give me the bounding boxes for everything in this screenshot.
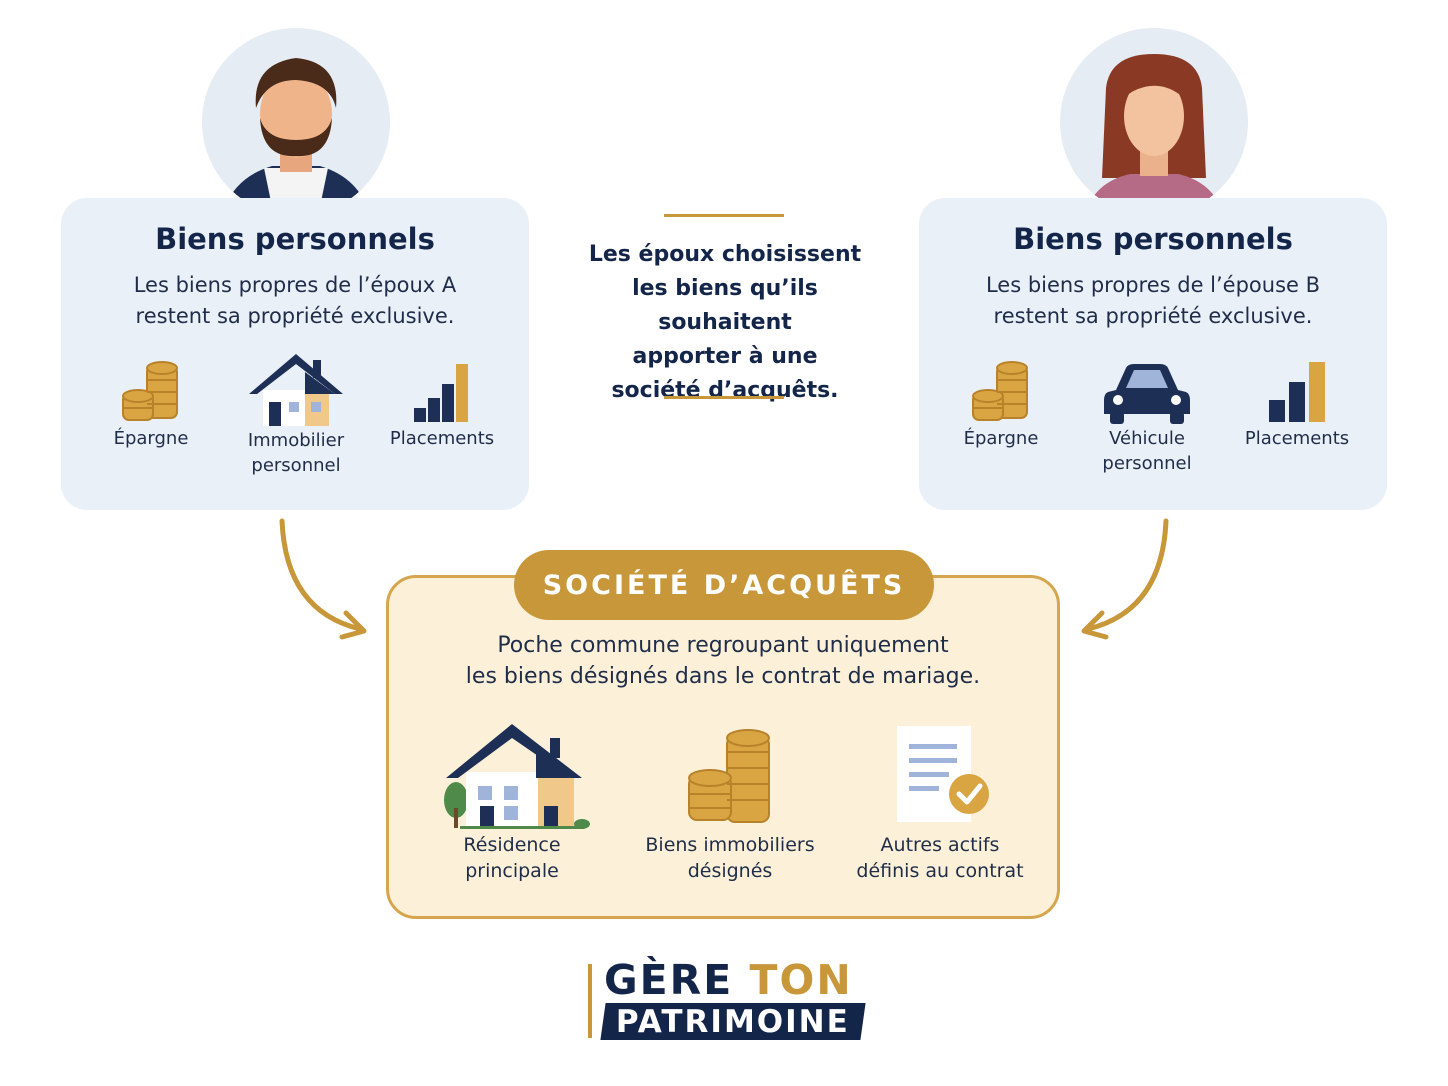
logo-bottom-banner: PATRIMOINE	[600, 1003, 866, 1040]
woman-avatar-icon	[1084, 54, 1224, 216]
left-card-title: Biens personnels	[155, 222, 435, 256]
societe-item-autres-actifs: Autres actifs définis au contrat	[840, 722, 1040, 884]
house-icon	[444, 724, 590, 829]
right-card-description: Les biens propres de l’épouse B restent …	[985, 273, 1321, 328]
left-personal-assets-card: Biens personnels Les biens propres de l’…	[61, 198, 529, 510]
man-avatar	[202, 28, 390, 216]
societe-title-badge: SOCIÉTÉ D’ACQUÊTS	[514, 550, 934, 620]
woman-avatar	[1060, 28, 1248, 216]
right-personal-assets-card: Biens personnels Les biens propres de l’…	[919, 198, 1387, 510]
bar-chart-icon	[1269, 362, 1325, 422]
coins-icon	[688, 729, 770, 823]
societe-item-biens-immobiliers: Biens immobiliers désignés	[630, 728, 830, 884]
man-avatar-icon	[222, 58, 370, 216]
right-item-placements: Placements	[1222, 360, 1372, 451]
coins-icon	[122, 361, 178, 421]
center-explanation: Les époux choisissent les biens qu’ils s…	[588, 242, 862, 403]
logo-top-text: GÈRE TON	[604, 956, 853, 1004]
right-item-vehicule: Véhicule personnel	[1072, 360, 1222, 476]
societe-description: Poche commune regroupant uniquement les …	[465, 633, 981, 689]
right-card-title: Biens personnels	[1013, 222, 1293, 256]
house-icon	[249, 354, 343, 426]
center-rule-bottom	[664, 396, 784, 399]
logo-accent-bar	[588, 964, 592, 1038]
left-arrow	[279, 518, 367, 640]
left-card-description: Les biens propres de l’époux A restent s…	[133, 273, 457, 328]
bar-chart-icon	[414, 364, 468, 422]
right-item-epargne: Épargne	[926, 360, 1076, 451]
document-check-icon	[897, 726, 989, 822]
center-rule-top	[664, 214, 784, 217]
left-item-epargne: Épargne	[76, 360, 226, 451]
car-icon	[1104, 364, 1190, 424]
left-item-immobilier: Immobilier personnel	[221, 350, 371, 478]
left-item-placements: Placements	[367, 360, 517, 451]
right-arrow	[1081, 518, 1169, 640]
societe-item-residence: Résidence principale	[412, 720, 612, 884]
coins-icon	[972, 361, 1028, 421]
